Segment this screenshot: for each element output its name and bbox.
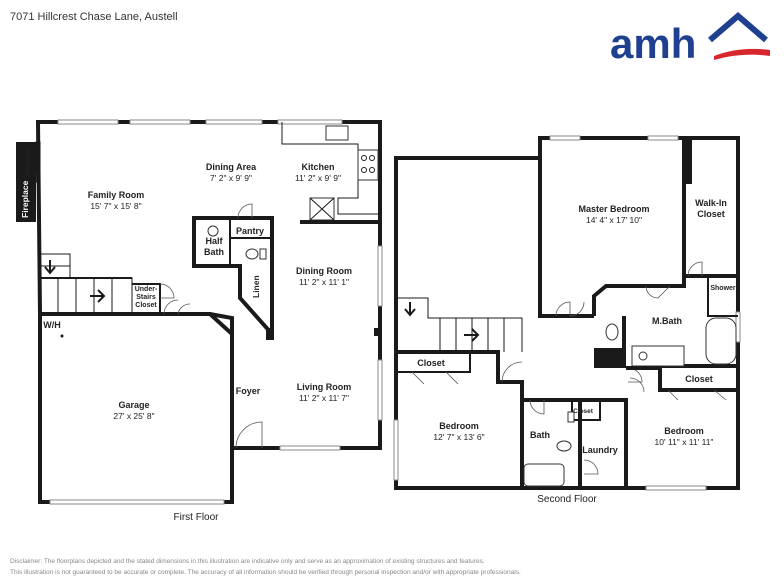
laundry-label: Laundry [582, 445, 618, 455]
family-room-label: Family Room 15' 7" x 15' 8" [87, 190, 145, 211]
fireplace-label: Fireplace [20, 180, 30, 218]
logo-roof-icon [708, 12, 768, 43]
living-room-label: Living Room 11' 2" x 11' 7" [296, 382, 352, 403]
stair-up-arrow-icon [464, 328, 480, 342]
amh-logo: amh [610, 12, 770, 66]
stair-up-arrow-icon [90, 289, 106, 303]
disclaimer-line: Disclaimer: The floorplans depicted and … [10, 558, 485, 565]
half-bath-wall [192, 216, 274, 340]
small-closet-label: Closet [573, 408, 593, 415]
first-floor-caption: First Floor [173, 512, 219, 523]
under-stairs-closet-label: Under- Stairs Closet [134, 286, 158, 309]
half-bath-label: Half Bath [204, 236, 224, 257]
logo-text: amh [610, 20, 696, 66]
bath-label: Bath [530, 430, 550, 440]
garage-wall [38, 312, 234, 504]
dining-room-label: Dining Room 11' 2" x 11' 1" [296, 266, 352, 287]
shower-label: Shower [710, 285, 736, 292]
stair-down-arrow-icon [44, 260, 56, 275]
bedroom-right-label: Bedroom 10' 11" x 11' 11" [654, 426, 714, 447]
fireplace [16, 142, 36, 222]
master-bedroom-label: Master Bedroom 14' 4" x 17' 10" [578, 204, 650, 225]
pantry-label: Pantry [235, 226, 265, 236]
water-heater-label: W/H [43, 320, 61, 330]
walk-in-closet-label: Walk-In Closet [695, 198, 727, 219]
dining-area-label: Dining Area 7' 2" x 9' 9" [205, 162, 257, 183]
second-floor-caption: Second Floor [537, 494, 597, 505]
garage-label: Garage 27' x 25' 8" [113, 400, 155, 421]
property-address: 7071 Hillcrest Chase Lane, Austell [10, 11, 178, 23]
stair-down-arrow-icon [404, 302, 416, 317]
foyer-label: Foyer [235, 386, 261, 396]
logo-swoosh-icon [714, 48, 770, 60]
master-bath-label: M.Bath [652, 316, 682, 326]
disclaimer-line: This illustration is not guaranteed to b… [10, 569, 521, 576]
shelves-label: Shelves [25, 149, 32, 176]
bedroom-left-label: Bedroom 12' 7" x 13' 6" [433, 421, 485, 442]
closet-left-label: Closet [417, 358, 445, 368]
disclaimer: Disclaimer: The floorplans depicted and … [10, 556, 780, 578]
linen-label: Linen [251, 275, 261, 298]
kitchen-label: Kitchen 11' 2" x 9' 9" [295, 162, 341, 183]
closet-right-label: Closet [685, 374, 713, 384]
